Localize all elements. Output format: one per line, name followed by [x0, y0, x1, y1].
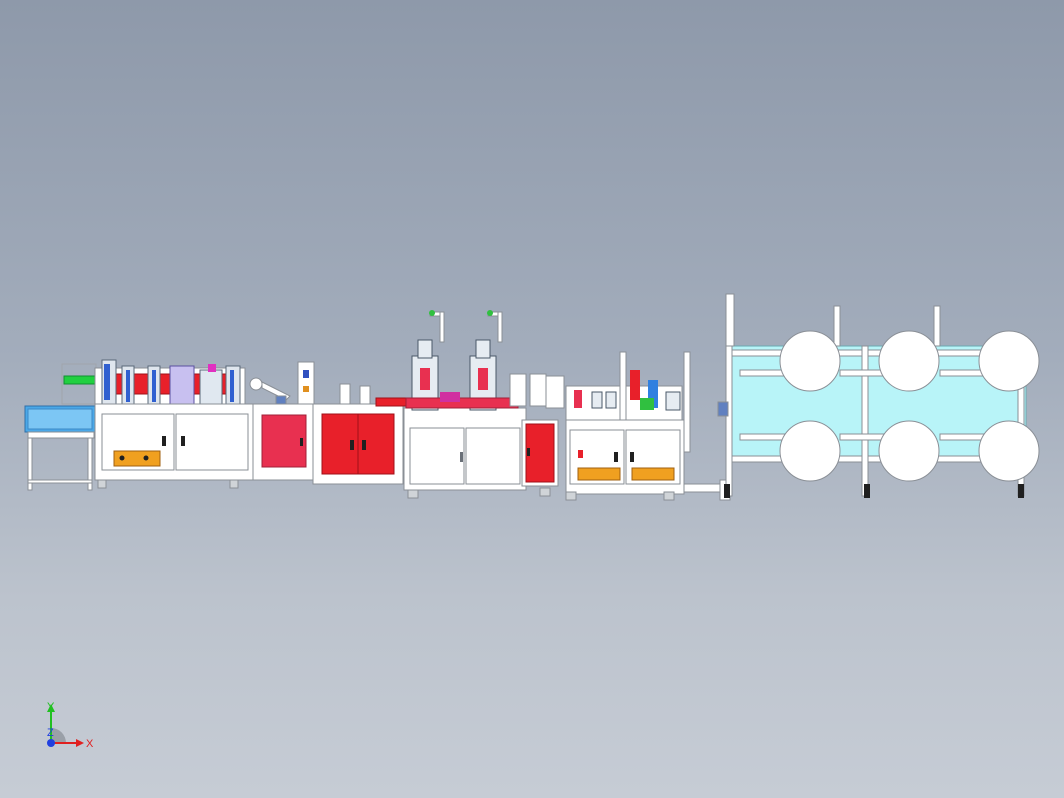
module-3-red-cabinet — [312, 383, 407, 485]
axis-triad: Y X Z — [47, 701, 94, 750]
conveyor-link — [683, 479, 731, 501]
x-axis-label: X — [86, 738, 94, 750]
module-1-rollers — [61, 359, 254, 489]
triad-quadrant — [51, 728, 66, 743]
z-axis-label: Z — [47, 727, 54, 739]
material-roll-rack — [717, 293, 1040, 498]
y-axis-label: Y — [47, 701, 55, 713]
machine-feet — [407, 487, 675, 501]
y-axis-arrowhead — [47, 704, 55, 712]
x-axis-arrowhead — [76, 739, 84, 747]
module-2-pink-cabinet — [249, 361, 315, 481]
z-axis-dot — [47, 739, 55, 747]
module-5-red-panel — [521, 375, 565, 487]
module-6-forming-station — [565, 351, 691, 495]
feed-tray-station — [24, 405, 96, 491]
module-4-welding-towers — [403, 310, 547, 491]
